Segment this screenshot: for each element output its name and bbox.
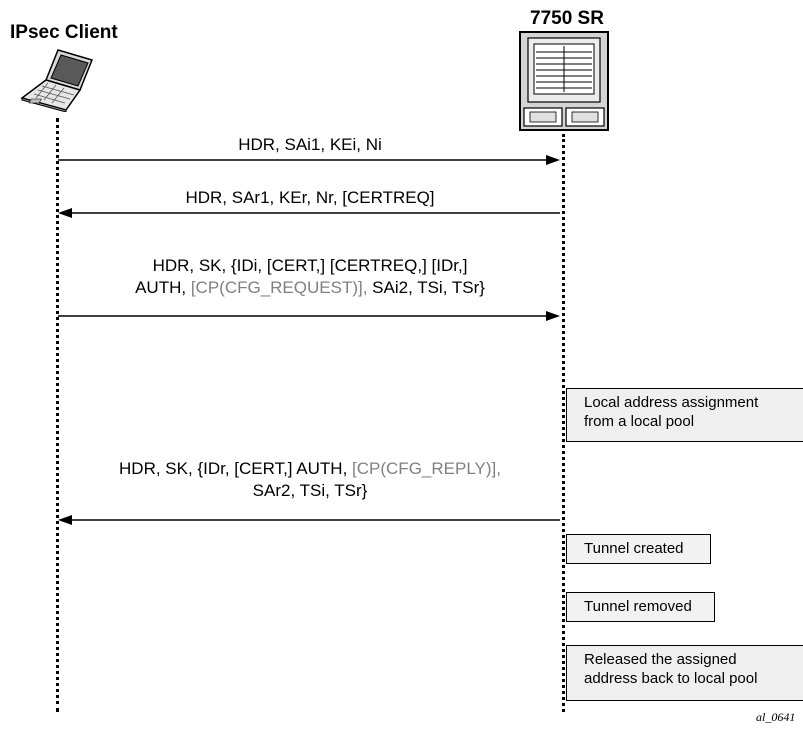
message-4-label: HDR, SK, {IDr, [CERT,] AUTH, [CP(CFG_REP… <box>60 458 560 502</box>
router-title: 7750 SR <box>530 8 604 29</box>
note-local-address-assignment: Local address assignment from a local po… <box>566 388 803 442</box>
message-3-text-a: AUTH, <box>135 278 191 297</box>
note-3-line-1: Tunnel removed <box>584 598 692 615</box>
laptop-icon <box>20 49 94 112</box>
router-chassis-icon <box>519 31 609 131</box>
note-1-line-1: Local address assignment <box>584 394 759 411</box>
message-3-text-b: SAi2, TSi, TSr} <box>367 278 485 297</box>
note-4-line-2: address back to local pool <box>584 670 758 687</box>
router-lifeline <box>562 134 565 712</box>
message-4-text-grey: [CP(CFG_REPLY)], <box>352 459 501 478</box>
message-3-line-2: AUTH, [CP(CFG_REQUEST)], SAi2, TSi, TSr} <box>60 277 560 299</box>
message-1-arrow <box>58 155 560 165</box>
message-2-label: HDR, SAr1, KEr, Nr, [CERTREQ] <box>60 187 560 209</box>
client-lifeline <box>56 118 59 712</box>
message-4-line-1: HDR, SK, {IDr, [CERT,] AUTH, [CP(CFG_REP… <box>60 458 560 480</box>
message-2-text: HDR, SAr1, KEr, Nr, [CERTREQ] <box>185 188 435 207</box>
client-title: IPsec Client <box>10 22 118 43</box>
message-3-line-1: HDR, SK, {IDi, [CERT,] [CERTREQ,] [IDr,] <box>152 256 468 275</box>
figure-id: al_0641 <box>756 710 796 724</box>
note-tunnel-removed: Tunnel removed <box>566 592 715 622</box>
message-3-label: HDR, SK, {IDi, [CERT,] [CERTREQ,] [IDr,]… <box>60 255 560 299</box>
message-1-label: HDR, SAi1, KEi, Ni <box>60 134 560 156</box>
note-released-address: Released the assigned address back to lo… <box>566 645 803 701</box>
message-4-arrow <box>58 515 560 525</box>
note-1-line-2: from a local pool <box>584 413 695 430</box>
note-tunnel-created: Tunnel created <box>566 534 711 564</box>
message-4-text-a: HDR, SK, {IDr, [CERT,] AUTH, <box>119 459 353 478</box>
message-4-line-2: SAr2, TSi, TSr} <box>252 481 368 500</box>
message-3-arrow <box>58 311 560 321</box>
message-3-text-grey: [CP(CFG_REQUEST)], <box>190 278 368 297</box>
message-1-text: HDR, SAi1, KEi, Ni <box>238 135 382 154</box>
note-2-line-1: Tunnel created <box>584 540 684 557</box>
message-2-arrow <box>58 208 560 218</box>
note-4-line-1: Released the assigned <box>584 651 737 668</box>
